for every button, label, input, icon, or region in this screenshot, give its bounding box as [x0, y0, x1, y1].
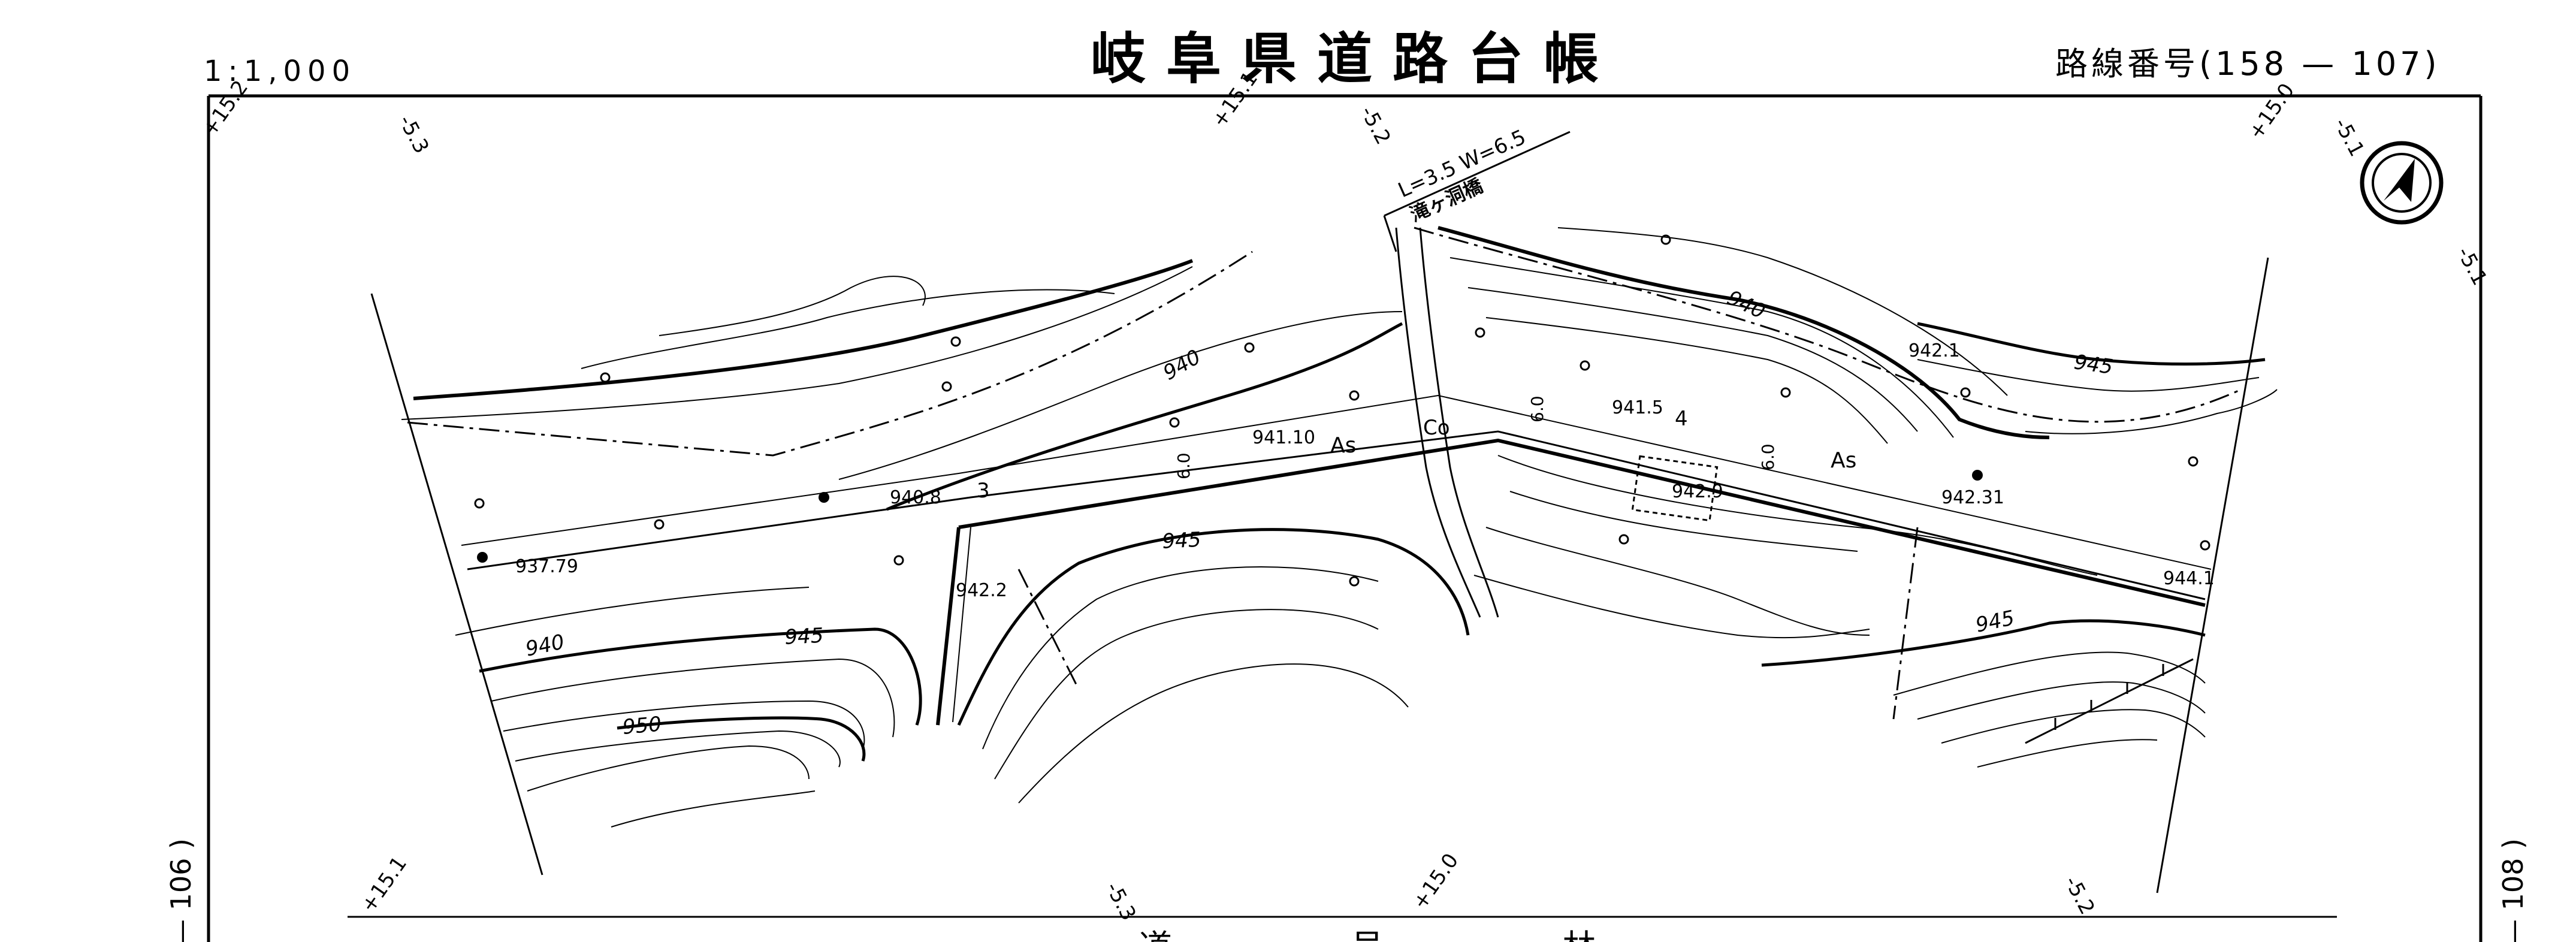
contour-label: 950: [621, 712, 662, 739]
left-sheet-ref: — 106 ): [165, 838, 197, 942]
station-label: -5.1: [2452, 243, 2492, 289]
contour-label: 940: [1723, 286, 1769, 324]
spot-elevation: 942.1: [1908, 340, 1960, 361]
contour-labels: 940 940 945 940 945 950 945 945: [524, 286, 2115, 739]
spot-elevation: 942.2: [956, 580, 1007, 601]
contour-label: 945: [1161, 528, 1201, 554]
surface-label: As: [1831, 448, 1856, 473]
station-label: -5.1: [2329, 114, 2369, 160]
spot-elevation: 937.79: [515, 556, 578, 577]
station-label: -5.2: [2059, 872, 2099, 918]
spot-elevation: 944.1: [2163, 568, 2215, 589]
section-number: 4: [1675, 407, 1688, 431]
right-sheet-ref: — 108 ): [2497, 838, 2529, 942]
route-number: 路線番号(158 — 107): [2055, 45, 2441, 83]
spot-elevation: 940.8: [890, 487, 941, 508]
contour-label: 945: [2073, 350, 2115, 379]
tree-symbols: [474, 234, 2210, 587]
centerline: [407, 227, 2242, 720]
surface-label: As: [1330, 433, 1356, 458]
building-outline: [1631, 455, 1719, 522]
spot-elevations: 937.79 940.8 941.10 941.5 942.9 942.1 94…: [477, 340, 2215, 601]
section-number: 3: [977, 479, 990, 503]
road-width: 6.0: [1174, 452, 1194, 479]
station-label: +15.0: [2244, 79, 2300, 144]
footer-text: 道 号 林: [1138, 928, 1680, 942]
station-label: -5.2: [1355, 102, 1395, 148]
contour-label: 945: [784, 624, 824, 650]
road-width: 6.0: [1758, 443, 1778, 470]
concrete-label: Co: [1423, 416, 1450, 440]
survey-boundaries: [370, 257, 2269, 893]
station-label: +15.1: [357, 852, 412, 917]
map-title: 岐阜県道路台帳: [1091, 27, 1619, 91]
spot-elevation: 941.5: [1612, 397, 1663, 418]
road-annotations: As As Co 6.0 6.0 6.0 3 4: [977, 395, 1856, 503]
station-label: +15.0: [1408, 849, 1464, 914]
scale-label: 1:1,000: [204, 55, 356, 88]
station-label: -5.3: [394, 111, 433, 157]
road-width: 6.0: [1527, 395, 1547, 422]
slope-hatching: [2025, 658, 2194, 744]
station-labels: +15.2 -5.3 +15.1 -5.2 +15.0 -5.1 -5.1 +1…: [198, 67, 2492, 925]
road: [461, 394, 2212, 726]
contour-lines: [401, 226, 2278, 828]
spot-elevation: 942.31: [1941, 487, 2004, 508]
stream: [1395, 227, 1499, 618]
spot-elevation: 941.10: [1252, 427, 1315, 448]
bridge-callout: L=3.5 W=6.5 滝ヶ洞橋: [1383, 125, 1571, 252]
north-arrow-icon: [2360, 141, 2444, 225]
